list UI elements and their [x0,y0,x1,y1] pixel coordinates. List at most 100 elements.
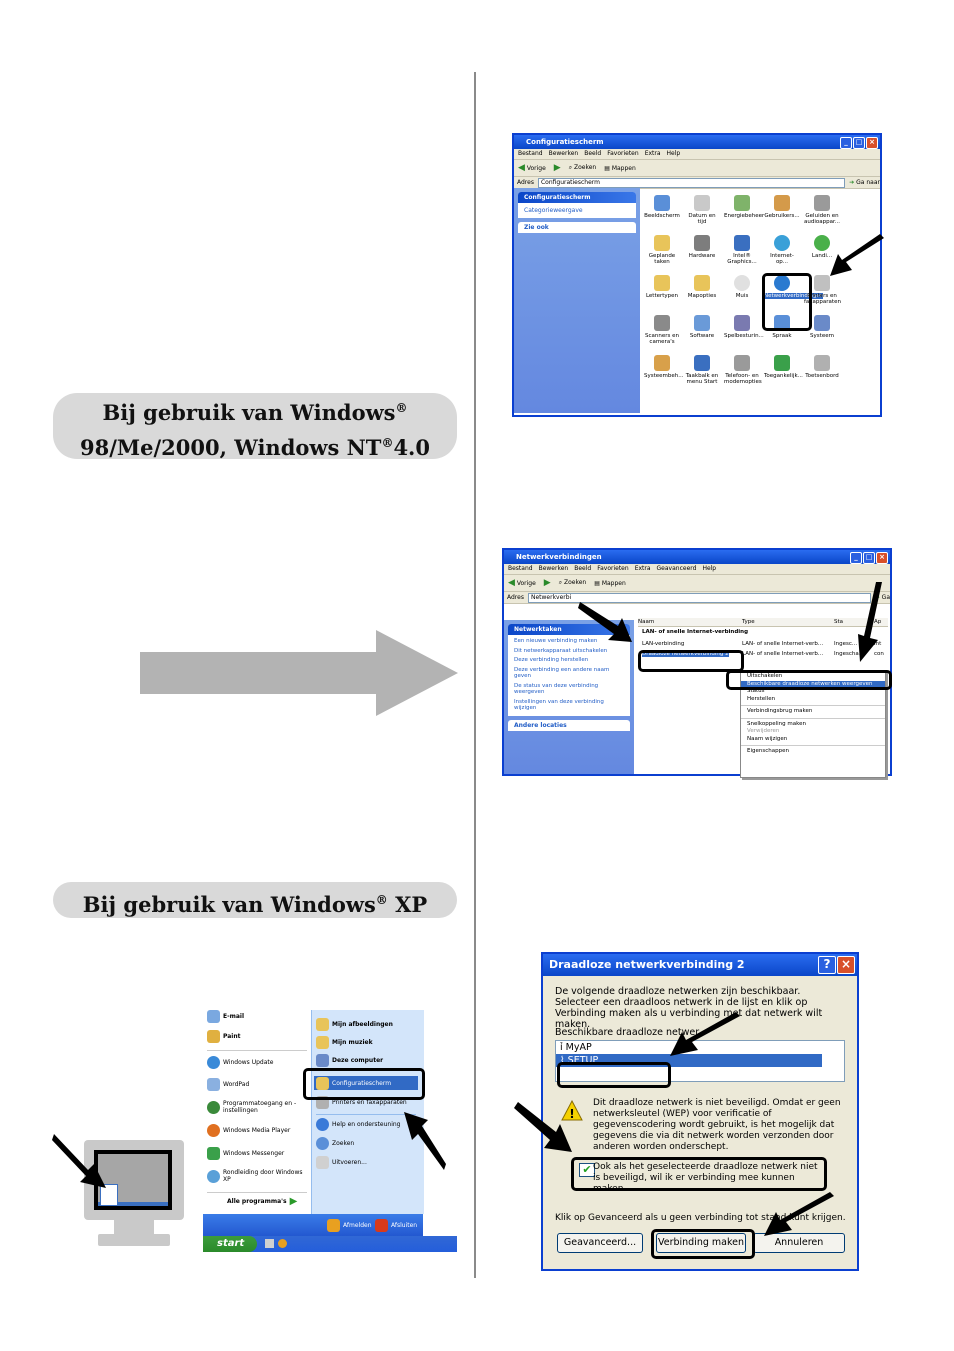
icon-game[interactable]: Spelbesturin... [724,315,764,339]
menu-bridge[interactable]: Verbindingsbrug maken [747,708,813,714]
start-button[interactable]: start [203,1236,257,1252]
icon-folder-options[interactable]: Mapopties [684,275,720,299]
menu-herstellen[interactable]: Herstellen [747,695,776,702]
task-settings[interactable]: Instellingen van deze verbinding wijzige… [514,698,604,712]
menu-geavanceerd[interactable]: Geavanceerd [656,565,697,572]
menu-favorieten[interactable]: Favorieten [607,150,639,157]
category-view-link[interactable]: Categorieweergave [524,207,583,214]
help-icon[interactable]: ? [818,956,836,974]
folders-button[interactable]: ▤ Mappen [604,164,636,172]
search-button[interactable]: ⌕ Zoeken [558,579,587,586]
menu-item-music[interactable]: Mijn muziek [316,1036,373,1049]
icon-accessibility[interactable]: Toegankelijk... [764,355,803,379]
icon-hardware[interactable]: Hardware [684,235,720,259]
menu-help[interactable]: Help [702,565,717,572]
allow-insecure-checkbox[interactable]: ✔ [579,1163,595,1177]
task-repair[interactable]: Deze verbinding herstellen [514,657,589,663]
menu-extra[interactable]: Extra [634,565,651,572]
icon-admin[interactable]: Systeembeh... [644,355,684,379]
menu-extra[interactable]: Extra [644,150,661,157]
icon-software[interactable]: Software [684,315,720,339]
task-status[interactable]: De status van deze verbinding weergeven [514,682,599,696]
icon-users[interactable]: Gebruikers... [764,195,800,219]
icon-scanners[interactable]: Scanners en camera's [644,315,680,345]
other-locations-header[interactable]: Andere locaties [508,719,630,731]
menu-item-control-panel[interactable]: Configuratiescherm [314,1076,418,1090]
menu-item-paint[interactable]: Paint [207,1030,240,1043]
back-button[interactable]: ◀ Vorige [518,163,546,173]
icon-mouse[interactable]: Muis [724,275,760,299]
icon-sounds[interactable]: Geluiden en audioappar... [804,195,840,225]
menu-item-run[interactable]: Uitvoeren... [316,1156,367,1169]
menu-item-media-player[interactable]: Windows Media Player [207,1124,290,1137]
logoff-button[interactable]: Afmelden [327,1219,372,1232]
menu-item-tour[interactable]: Rondleiding door Windows XP [207,1169,307,1183]
address-input[interactable]: Configuratiescherm [537,177,846,188]
icon-display[interactable]: Beeldscherm [644,195,680,219]
menu-bestand[interactable]: Bestand [518,150,543,157]
close-icon[interactable]: × [837,956,855,974]
menu-bewerken[interactable]: Bewerken [548,150,579,157]
connect-button[interactable]: Verbinding maken [656,1233,746,1253]
maximize-icon[interactable]: □ [853,137,865,149]
menu-status[interactable]: Status [747,688,765,694]
icon-fonts[interactable]: Lettertypen [644,275,680,299]
icon-network-connections[interactable]: Netwerkverbindingen [764,275,824,299]
menu-properties[interactable]: Eigenschappen [747,748,789,754]
menu-item-email[interactable]: E-mail [207,1010,244,1023]
menu-rename[interactable]: Naam wijzigen [747,735,788,742]
icon-keyboard[interactable]: Toetsenbord [804,355,840,379]
menu-item-windows-update[interactable]: Windows Update [207,1056,273,1069]
task-rename[interactable]: Deze verbinding een andere naam geven [514,666,610,680]
icon-internet[interactable]: Internet-op... [764,235,800,265]
col-extra-header[interactable]: Ap [874,619,882,625]
quicklaunch-icon[interactable] [278,1239,287,1248]
table-row[interactable]: LAN-verbinding LAN- of snelle Internet-v… [642,641,882,647]
see-also-header[interactable]: Zie ook [518,222,636,233]
task-disable[interactable]: Dit netwerkapparaat uitschakelen [514,647,608,654]
col-type-header[interactable]: Type [742,619,755,625]
menu-view-wireless[interactable]: Beschikbare draadloze netwerken weergeve… [741,680,885,688]
all-programs[interactable]: Alle programma's▶ [227,1196,298,1207]
quicklaunch-icon[interactable] [265,1239,274,1248]
menu-item-messenger[interactable]: Windows Messenger [207,1147,284,1160]
icon-phone[interactable]: Telefoon- en modemopties [724,355,762,385]
menu-bestand[interactable]: Bestand [508,565,533,572]
menu-item-program-access[interactable]: Programmatoegang en -instellingen [207,1100,307,1114]
col-name-header[interactable]: Naam [638,619,655,625]
address-input[interactable]: Netwerkverbi [527,592,871,603]
icon-intel[interactable]: Intel® Graphics... [724,235,760,265]
menu-beeld[interactable]: Beeld [584,150,602,157]
icon-printers[interactable]: Printers en faxapparaten [804,275,841,305]
menu-item-wordpad[interactable]: WordPad [207,1078,249,1091]
search-button[interactable]: ⌕ Zoeken [568,164,597,171]
close-icon[interactable]: × [866,137,878,149]
icon-datetime[interactable]: Datum en tijd [684,195,720,225]
icon-taskbar[interactable]: Taakbalk en menu Start [684,355,720,385]
menu-item-search[interactable]: Zoeken [316,1137,354,1150]
menu-item-help[interactable]: Help en ondersteuning [316,1118,400,1131]
advanced-button[interactable]: Geavanceerd... [557,1233,643,1253]
back-button[interactable]: ◀ Vorige [508,578,536,588]
icon-system[interactable]: Systeem [804,315,840,339]
folders-button[interactable]: ▤ Mappen [594,579,626,587]
menu-bewerken[interactable]: Bewerken [538,565,569,572]
maximize-icon[interactable]: □ [863,552,875,564]
menu-uitschakelen[interactable]: Uitschakelen [747,673,783,679]
col-status-header[interactable]: Sta [834,619,844,625]
menu-help[interactable]: Help [666,150,681,157]
menu-favorieten[interactable]: Favorieten [597,565,629,572]
menu-item-computer[interactable]: Deze computer [316,1054,383,1067]
icon-power[interactable]: Energiebeheer [724,195,764,219]
table-row-wireless[interactable]: Draadloze netwerkverbinding 2 LAN- of sn… [642,651,884,657]
forward-arrow-icon[interactable]: ▶ [543,578,551,588]
minimize-icon[interactable]: _ [850,552,862,564]
menu-item-pictures[interactable]: Mijn afbeeldingen [316,1018,393,1031]
task-new-connection[interactable]: Een nieuwe verbinding maken [514,638,598,644]
minimize-icon[interactable]: _ [840,137,852,149]
menu-shortcut[interactable]: Snelkoppeling maken [747,720,806,727]
close-icon[interactable]: × [876,552,888,564]
go-button[interactable]: ➔ Ga naar [849,179,880,186]
list-item[interactable]: ỉ MyAP [560,1042,592,1053]
shutdown-button[interactable]: Afsluiten [375,1219,417,1232]
